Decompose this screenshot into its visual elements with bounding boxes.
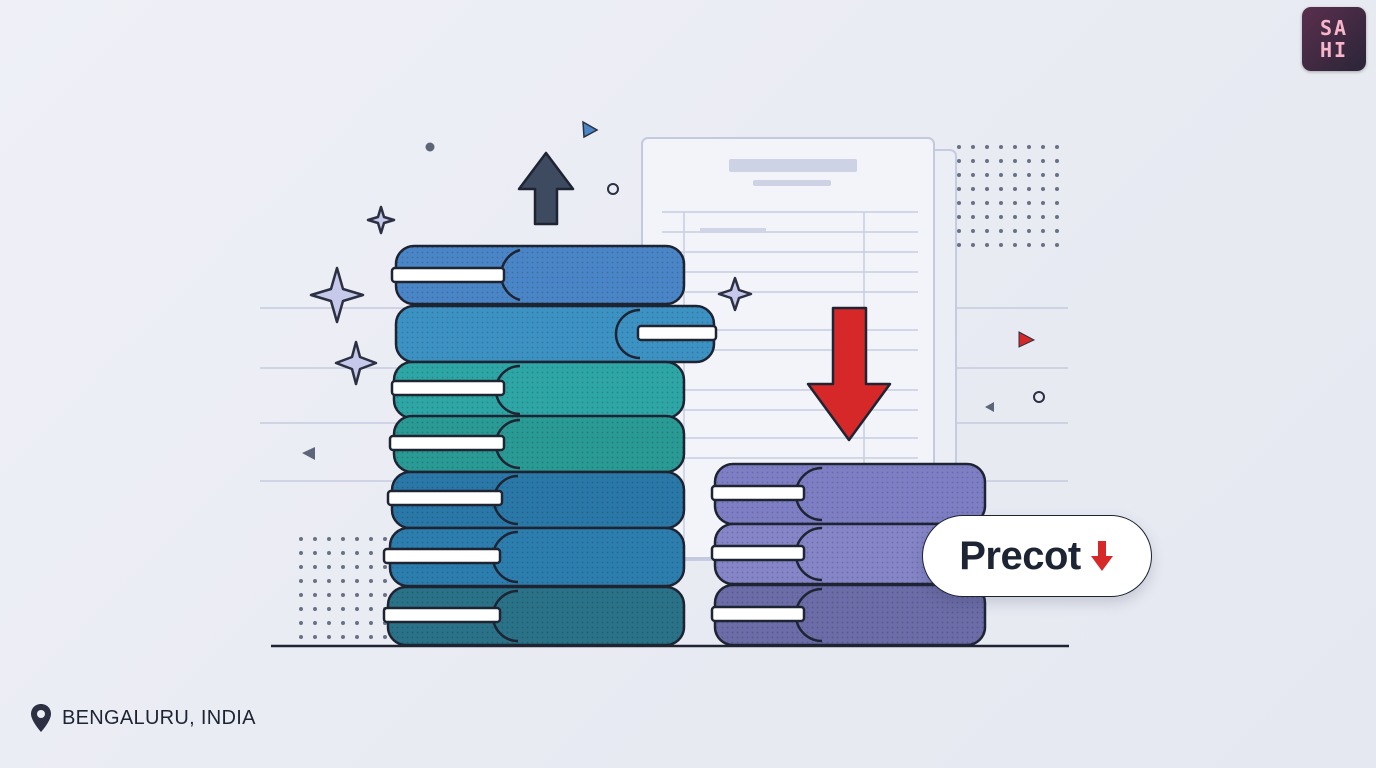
brand-logo: SA HI [1302,7,1366,71]
book [382,585,686,647]
tall-book-stack [382,244,718,647]
book [710,522,987,586]
book [388,414,686,474]
book [386,470,686,530]
book [710,583,987,647]
logo-line-2: HI [1319,38,1349,62]
book [710,462,987,526]
company-name: Precot [959,533,1081,578]
document-icon [641,137,957,561]
location-text: BENGALURU, INDIA [62,706,256,729]
down-arrow-icon [806,306,892,442]
map-pin-icon [31,704,51,732]
short-book-stack [710,462,987,647]
location-label: BENGALURU, INDIA [30,703,256,733]
down-arrow-icon [1090,541,1113,571]
book [382,526,686,588]
book [390,244,686,306]
company-badge: Precot [922,515,1152,597]
up-arrow-icon [517,151,575,226]
book [394,304,718,364]
sparkle-icon [309,205,753,386]
dot-grid-top-right [950,138,1062,250]
dot-grid-bottom-left [294,536,392,648]
confetti-shapes [302,120,1045,460]
logo-line-1: SA [1319,16,1349,40]
book [390,360,686,420]
